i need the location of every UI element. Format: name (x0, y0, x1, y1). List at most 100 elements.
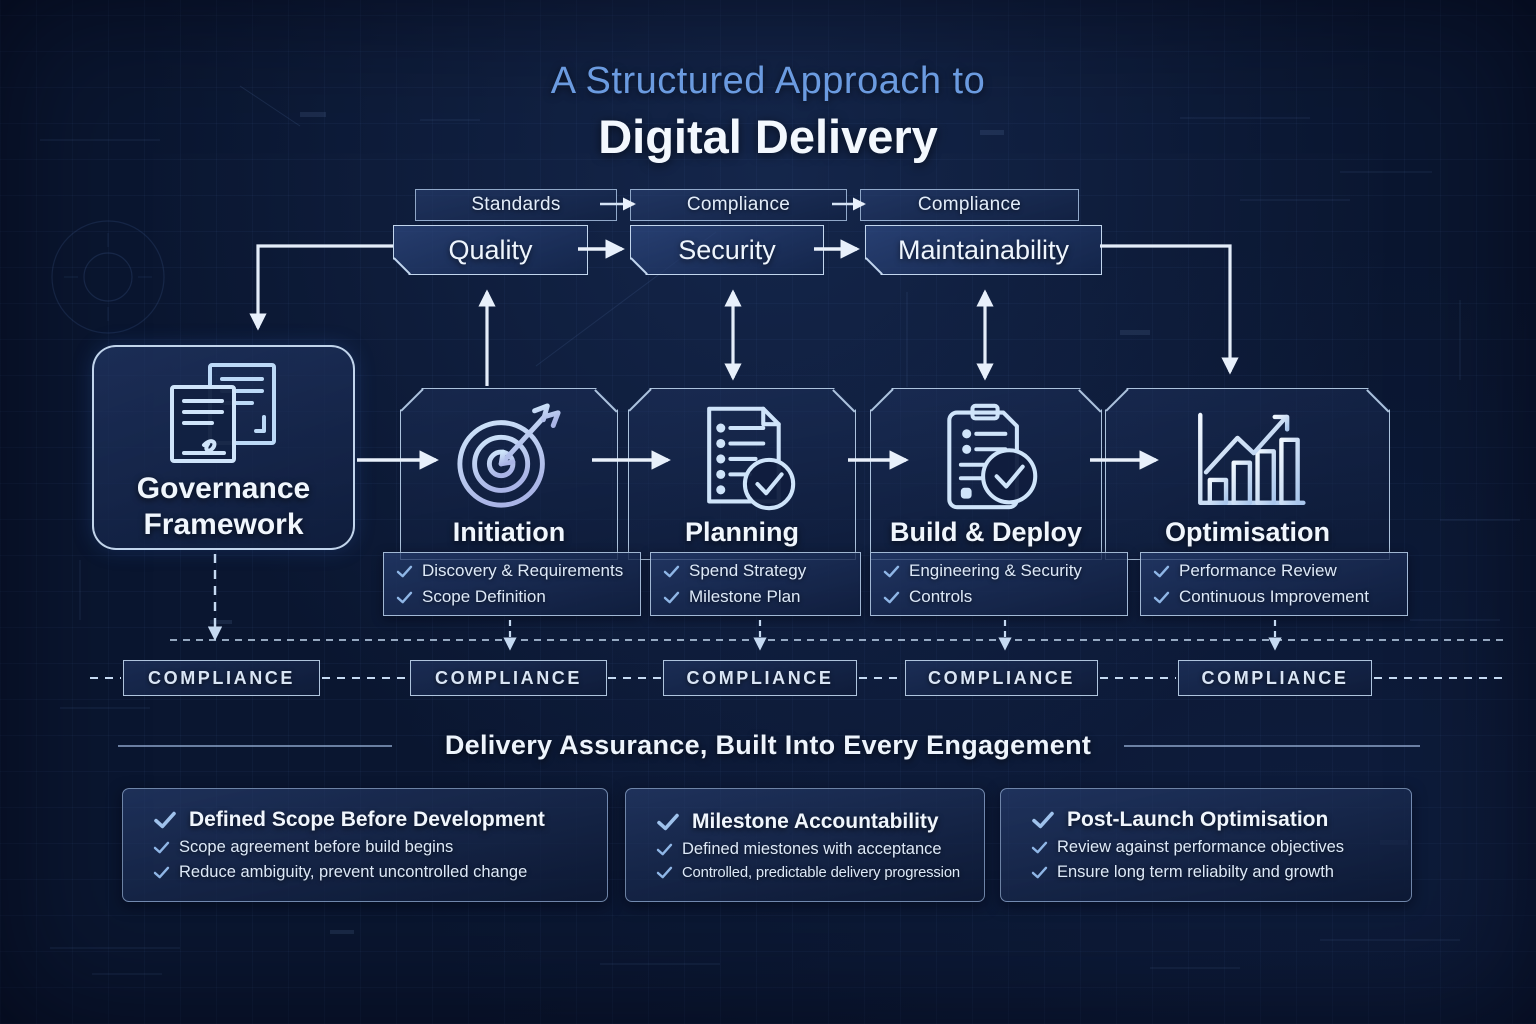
bullet-item: Engineering & Security (883, 561, 1115, 581)
bullet-text: Continuous Improvement (1179, 587, 1369, 606)
growth-bar-chart-icon (1185, 401, 1311, 513)
bullet-item: Review against performance objectives (1031, 838, 1401, 857)
compliance-box-5: COMPLIANCE (1178, 660, 1372, 696)
bullet-text: Discovery & Requirements (422, 561, 624, 580)
clipboard-check-icon (928, 401, 1044, 513)
bullet-text: Milestone Plan (689, 587, 801, 606)
card-title-row: Post-Launch Optimisation (1031, 808, 1401, 832)
bullet-text: Ensure long term reliabilty and growth (1057, 863, 1334, 881)
check-icon (1031, 841, 1048, 854)
tag-label: Compliance (917, 194, 1022, 215)
pillar-maintainability: Maintainability (865, 225, 1102, 275)
compliance-box-3: COMPLIANCE (663, 660, 857, 696)
tag-standards: Standards (415, 189, 617, 221)
page-title: A Structured Approach to Digital Deliver… (0, 60, 1536, 164)
bullet-text: Controlled, predictable delivery progres… (682, 864, 960, 881)
chamfer-line (1105, 388, 1128, 411)
tag-label: Standards (471, 194, 561, 215)
stage-initiation: Initiation (400, 388, 618, 560)
bullet-item: Discovery & Requirements (396, 561, 628, 581)
assurance-heading: Delivery Assurance, Built Into Every Eng… (444, 730, 1092, 760)
initiation-bullets-panel: Discovery & Requirements Scope Definitio… (383, 552, 641, 616)
check-icon (663, 591, 680, 603)
pillar-quality: Quality (393, 225, 588, 275)
pillar-label: Quality (448, 234, 533, 265)
optimisation-bullets-panel: Performance Review Continuous Improvemen… (1140, 552, 1408, 616)
bullet-item: Milestone Plan (663, 587, 848, 607)
governance-framework-box: Governance Framework (92, 345, 355, 550)
bullet-text: Engineering & Security (909, 561, 1082, 580)
compliance-box-2: COMPLIANCE (410, 660, 607, 696)
bullet-text: Spend Strategy (689, 561, 807, 580)
card-title-row: Milestone Accountability (656, 810, 974, 834)
bullet-item: Controls (883, 587, 1115, 607)
assurance-card-post-launch: Post-Launch Optimisation Review against … (1000, 788, 1412, 902)
pillar-stage-vertical-arrows (478, 289, 994, 386)
assurance-card-defined-scope: Defined Scope Before Development Scope a… (122, 788, 608, 902)
title-subline: A Structured Approach to (550, 60, 986, 102)
compliance-label: COMPLIANCE (928, 667, 1075, 688)
tag-label: Compliance (686, 194, 791, 215)
bullet-text: Scope agreement before build begins (179, 838, 454, 856)
bullet-text: Reduce ambiguity, prevent uncontrolled c… (179, 863, 528, 881)
card-title-text: Milestone Accountability (692, 809, 939, 833)
tag-compliance-2: Compliance (860, 189, 1079, 221)
check-icon (153, 841, 170, 854)
stage-label: Initiation (452, 517, 566, 547)
bullet-item: Continuous Improvement (1153, 587, 1395, 607)
stage-build-deploy: Build & Deploy (870, 388, 1102, 560)
bullet-item: Controlled, predictable delivery progres… (656, 865, 974, 881)
arrow-maintainability-to-optimisation (1100, 244, 1239, 375)
check-icon (657, 813, 679, 830)
compliance-box-1: COMPLIANCE (123, 660, 320, 696)
check-icon (396, 591, 413, 603)
check-icon (153, 866, 170, 879)
bullet-text: Controls (909, 587, 973, 606)
tag-compliance-1: Compliance (630, 189, 847, 221)
chamfer-line (400, 388, 423, 411)
target-dart-icon (450, 401, 568, 513)
chamfer-line (1078, 389, 1101, 412)
bullet-item: Ensure long term reliabilty and growth (1031, 863, 1401, 882)
pillar-security: Security (630, 225, 824, 275)
card-title-text: Post-Launch Optimisation (1067, 808, 1329, 831)
planning-bullets-panel: Spend Strategy Milestone Plan (650, 552, 861, 616)
governance-label-line1: Governance (136, 472, 311, 505)
stage-optimisation: Optimisation (1105, 388, 1390, 560)
bullet-item: Defined miestones with acceptance (656, 840, 974, 859)
chamfer-line (832, 389, 855, 412)
chamfer-line (1366, 389, 1389, 412)
card-title-text: Defined Scope Before Development (189, 808, 545, 831)
assurance-card-milestone-accountability: Milestone Accountability Defined mieston… (625, 788, 985, 902)
check-icon (656, 866, 673, 879)
stage-planning: Planning (628, 388, 856, 560)
arrow-quality-to-governance (249, 244, 393, 331)
bullet-text: Review against performance objectives (1057, 838, 1345, 856)
document-checklist-check-icon (684, 401, 800, 513)
chamfer-line (628, 388, 651, 411)
governance-label-line2: Framework (143, 508, 304, 541)
compliance-label: COMPLIANCE (686, 667, 834, 688)
check-icon (1153, 565, 1170, 577)
bullet-text: Scope Definition (422, 587, 546, 606)
compliance-label: COMPLIANCE (148, 667, 295, 688)
bullet-item: Reduce ambiguity, prevent uncontrolled c… (153, 863, 597, 882)
title-mainline: Digital Delivery (598, 110, 938, 163)
bullet-text: Performance Review (1179, 561, 1337, 580)
bullet-text: Defined miestones with acceptance (682, 839, 942, 858)
check-icon (883, 591, 900, 603)
build-deploy-bullets-panel: Engineering & Security Controls (870, 552, 1128, 616)
check-icon (1031, 866, 1048, 879)
stage-label: Build & Deploy (889, 517, 1082, 547)
check-icon (656, 843, 673, 855)
bullet-item: Spend Strategy (663, 561, 848, 581)
bullet-item: Performance Review (1153, 561, 1395, 581)
compliance-box-4: COMPLIANCE (905, 660, 1098, 696)
pillar-label: Maintainability (897, 234, 1070, 265)
card-title-row: Defined Scope Before Development (153, 808, 597, 832)
check-icon (1153, 591, 1170, 603)
check-icon (396, 565, 413, 577)
check-icon (663, 565, 680, 577)
stage-label: Planning (685, 517, 799, 547)
